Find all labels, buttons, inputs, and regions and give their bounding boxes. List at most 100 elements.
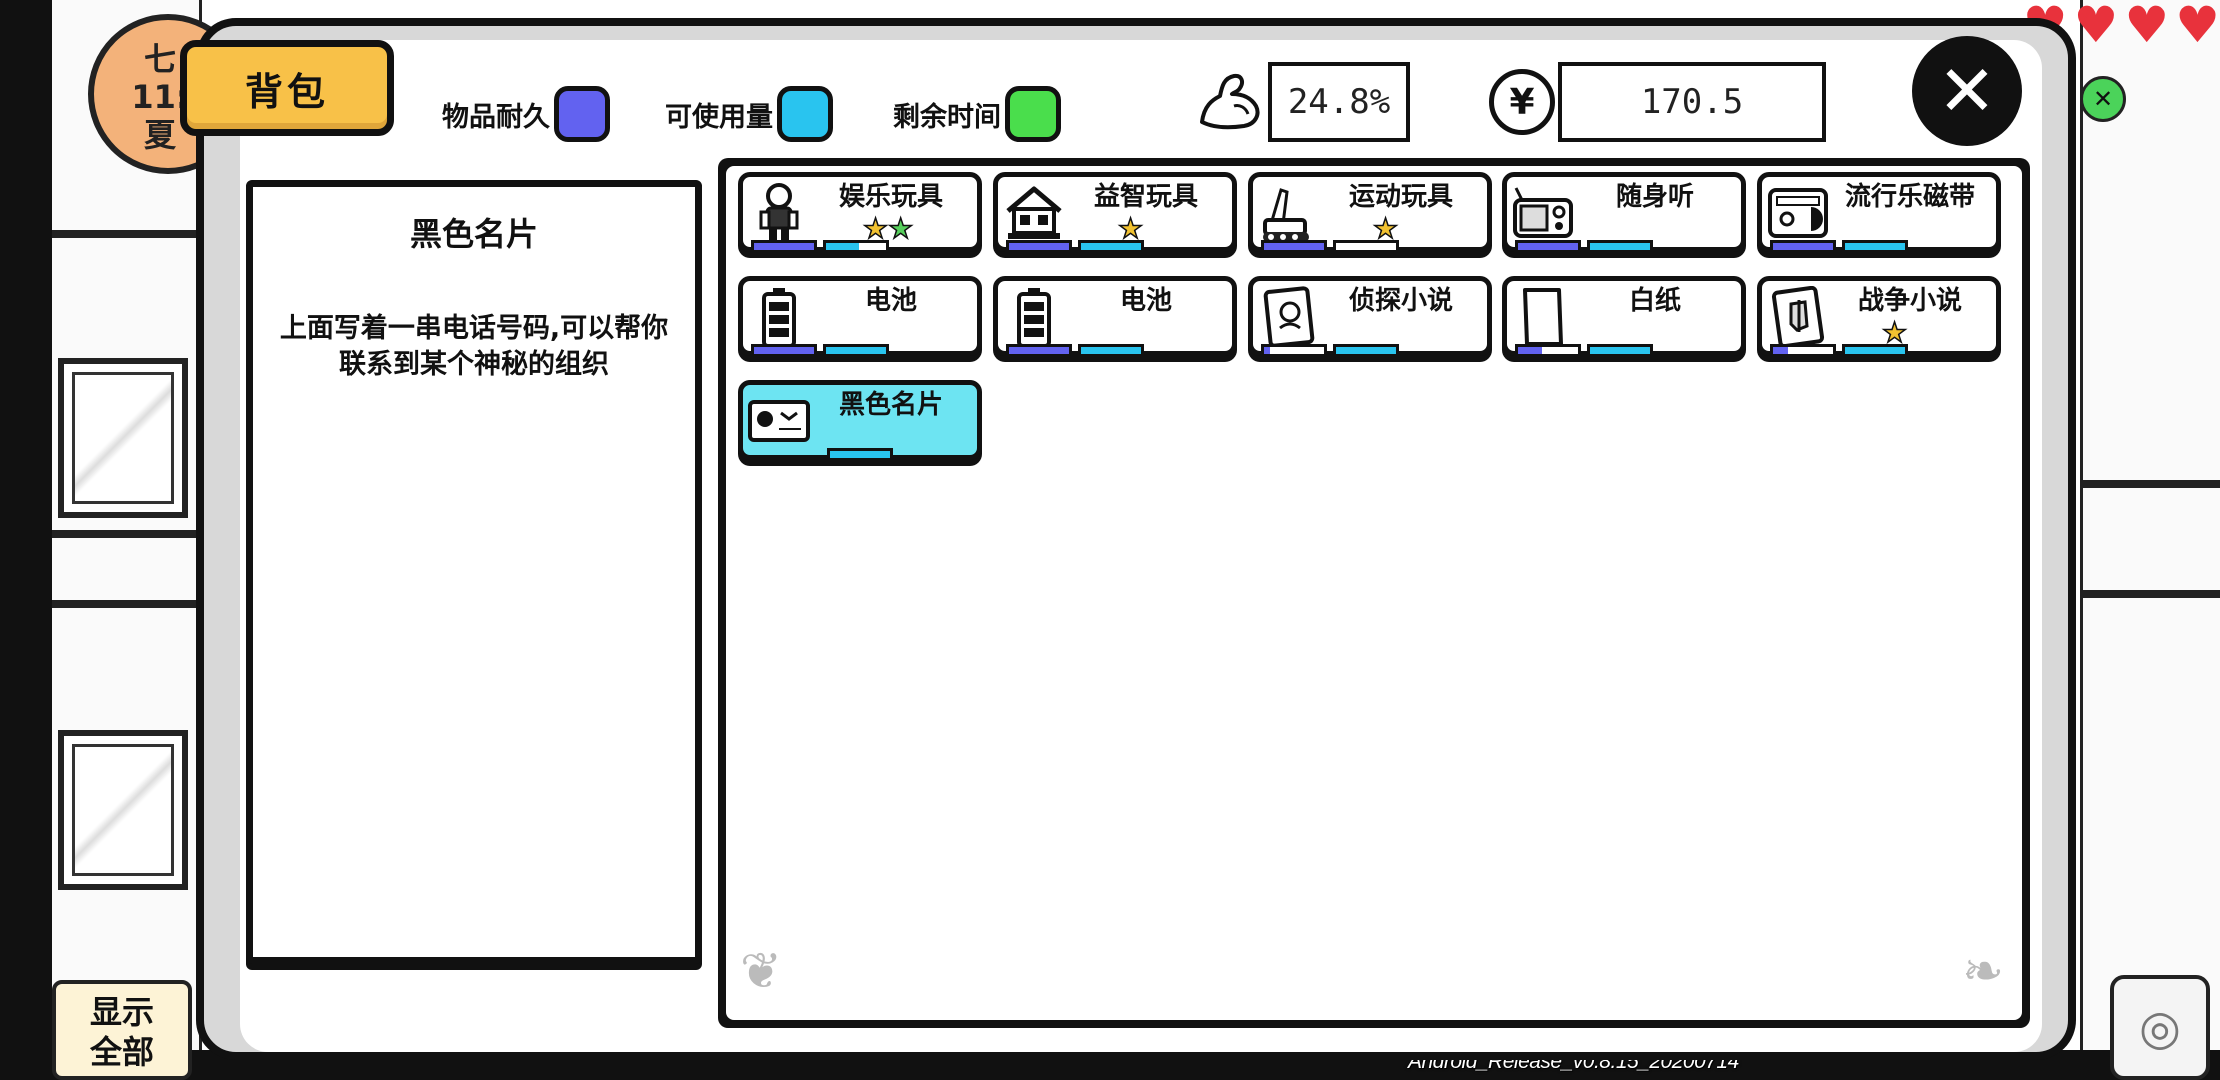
- durability-bar-fill: [1264, 347, 1270, 354]
- gold-star-icon: ★: [862, 212, 889, 245]
- usage-bar: [823, 240, 889, 253]
- durability-bar-fill: [1773, 243, 1833, 250]
- food-status-icon[interactable]: ✕: [2080, 76, 2126, 122]
- battery-icon: [1002, 285, 1066, 349]
- yen-coin-icon: ¥: [1484, 64, 1560, 140]
- stamina-value: 24.8%: [1268, 62, 1410, 142]
- show-all-button[interactable]: 显示 全部: [52, 980, 192, 1080]
- durability-bar: [1261, 344, 1327, 357]
- inventory-item[interactable]: 娱乐玩具★★: [738, 172, 982, 253]
- legend-swatch-cyan: [777, 86, 833, 142]
- close-icon: ✕: [1937, 50, 1997, 132]
- item-name: 黑色名片: [838, 390, 943, 420]
- durability-bar-fill: [1009, 243, 1069, 250]
- durability-bar: [1515, 344, 1581, 357]
- business-card-icon: [747, 389, 811, 453]
- building-ledge: [52, 230, 202, 238]
- durability-bar: [1515, 240, 1581, 253]
- legend-swatch-green: [1005, 86, 1061, 142]
- backpack-tab[interactable]: 背包: [180, 40, 394, 136]
- detective-book-icon: [1257, 285, 1321, 349]
- durability-bar: [1006, 344, 1072, 357]
- durability-bar: [1770, 344, 1836, 357]
- item-name: 流行乐磁带: [1844, 182, 1975, 212]
- durability-bar: [1261, 240, 1327, 253]
- item-name: 电池: [1119, 286, 1172, 316]
- heart-icon: ♥: [2124, 0, 2170, 54]
- durability-bar: [1006, 240, 1072, 253]
- item-status-bars: [1515, 344, 1653, 357]
- usage-bar: [1587, 240, 1653, 253]
- item-status-bars: [827, 448, 893, 461]
- detail-title: 黑色名片: [409, 215, 538, 253]
- inventory-item[interactable]: 黑色名片: [738, 380, 982, 461]
- legend-durability: 物品耐久: [442, 84, 610, 144]
- usage-bar-fill: [1590, 243, 1650, 250]
- usage-bar-fill: [1590, 347, 1650, 354]
- item-rating: ★: [1881, 316, 1908, 349]
- house-puzzle-icon: [1002, 181, 1066, 245]
- left-shadow: [0, 0, 52, 1080]
- durability-bar-fill: [1518, 347, 1542, 354]
- gold-star-icon: ★: [1117, 212, 1144, 245]
- close-button[interactable]: ✕: [1912, 36, 2022, 146]
- detail-description: 上面写着一串电话号码,可以帮你联系到某个神秘的组织: [279, 313, 669, 380]
- durability-bar-fill: [754, 347, 814, 354]
- item-status-bars: [1006, 344, 1144, 357]
- building-ledge: [2080, 480, 2220, 488]
- usage-bar-fill: [826, 347, 886, 354]
- inventory-item[interactable]: 电池: [738, 276, 982, 357]
- usage-bar-fill: [1845, 347, 1905, 354]
- gold-star-icon: ★: [1372, 212, 1399, 245]
- item-status-bars: [1770, 344, 1908, 357]
- usage-bar: [827, 448, 893, 461]
- item-status-bars: [1006, 240, 1144, 253]
- inventory-item[interactable]: 流行乐磁带: [1757, 172, 2001, 253]
- usage-bar-fill: [1845, 243, 1905, 250]
- cassette-icon: [1766, 181, 1830, 245]
- battery-icon: [747, 285, 811, 349]
- corner-doodle-icon: ❧: [1962, 942, 2004, 1000]
- usage-bar: [823, 344, 889, 357]
- inventory-item[interactable]: 随身听: [1502, 172, 1746, 253]
- inventory-item[interactable]: 战争小说★: [1757, 276, 2001, 357]
- building-ledge: [2080, 590, 2220, 598]
- item-name: 侦探小说: [1348, 286, 1453, 316]
- usage-bar: [1587, 344, 1653, 357]
- durability-bar-fill: [1264, 243, 1324, 250]
- inventory-item[interactable]: 侦探小说: [1248, 276, 1492, 357]
- inventory-item[interactable]: 运动玩具★: [1248, 172, 1492, 253]
- building-ledge: [52, 600, 202, 608]
- inventory-item[interactable]: 益智玩具★: [993, 172, 1237, 253]
- item-name: 电池: [864, 286, 917, 316]
- item-name: 益智玩具: [1093, 182, 1198, 212]
- item-name: 白纸: [1628, 286, 1681, 316]
- war-book-icon: [1766, 285, 1830, 349]
- green-star-icon: ★: [887, 212, 914, 245]
- gold-star-icon: ★: [1881, 316, 1908, 349]
- card-deck-icon[interactable]: ◎: [2110, 975, 2210, 1080]
- building-ledge: [52, 530, 202, 538]
- usage-bar-fill: [1081, 243, 1141, 250]
- usage-bar: [1333, 240, 1399, 253]
- item-name: 随身听: [1615, 182, 1694, 212]
- yen-symbol: ¥: [1489, 69, 1555, 135]
- durability-bar-fill: [1009, 347, 1069, 354]
- usage-bar-fill: [1336, 347, 1396, 354]
- item-name: 娱乐玩具: [838, 182, 943, 212]
- usage-bar-fill: [1081, 347, 1141, 354]
- item-status-bars: [1770, 240, 1908, 253]
- item-name: 战争小说: [1857, 286, 1962, 316]
- building-window: [58, 358, 188, 518]
- inventory-item[interactable]: 电池: [993, 276, 1237, 357]
- heart-icon: ♥: [2175, 0, 2220, 54]
- muscle-arm-icon: [1192, 64, 1268, 140]
- radio-icon: [1511, 181, 1575, 245]
- legend-label: 物品耐久: [442, 101, 550, 133]
- item-rating: ★★: [862, 212, 914, 245]
- durability-bar-fill: [1773, 347, 1788, 354]
- usage-bar: [1078, 240, 1144, 253]
- usage-bar: [1842, 240, 1908, 253]
- item-status-bars: [1261, 240, 1399, 253]
- inventory-item[interactable]: 白纸: [1502, 276, 1746, 357]
